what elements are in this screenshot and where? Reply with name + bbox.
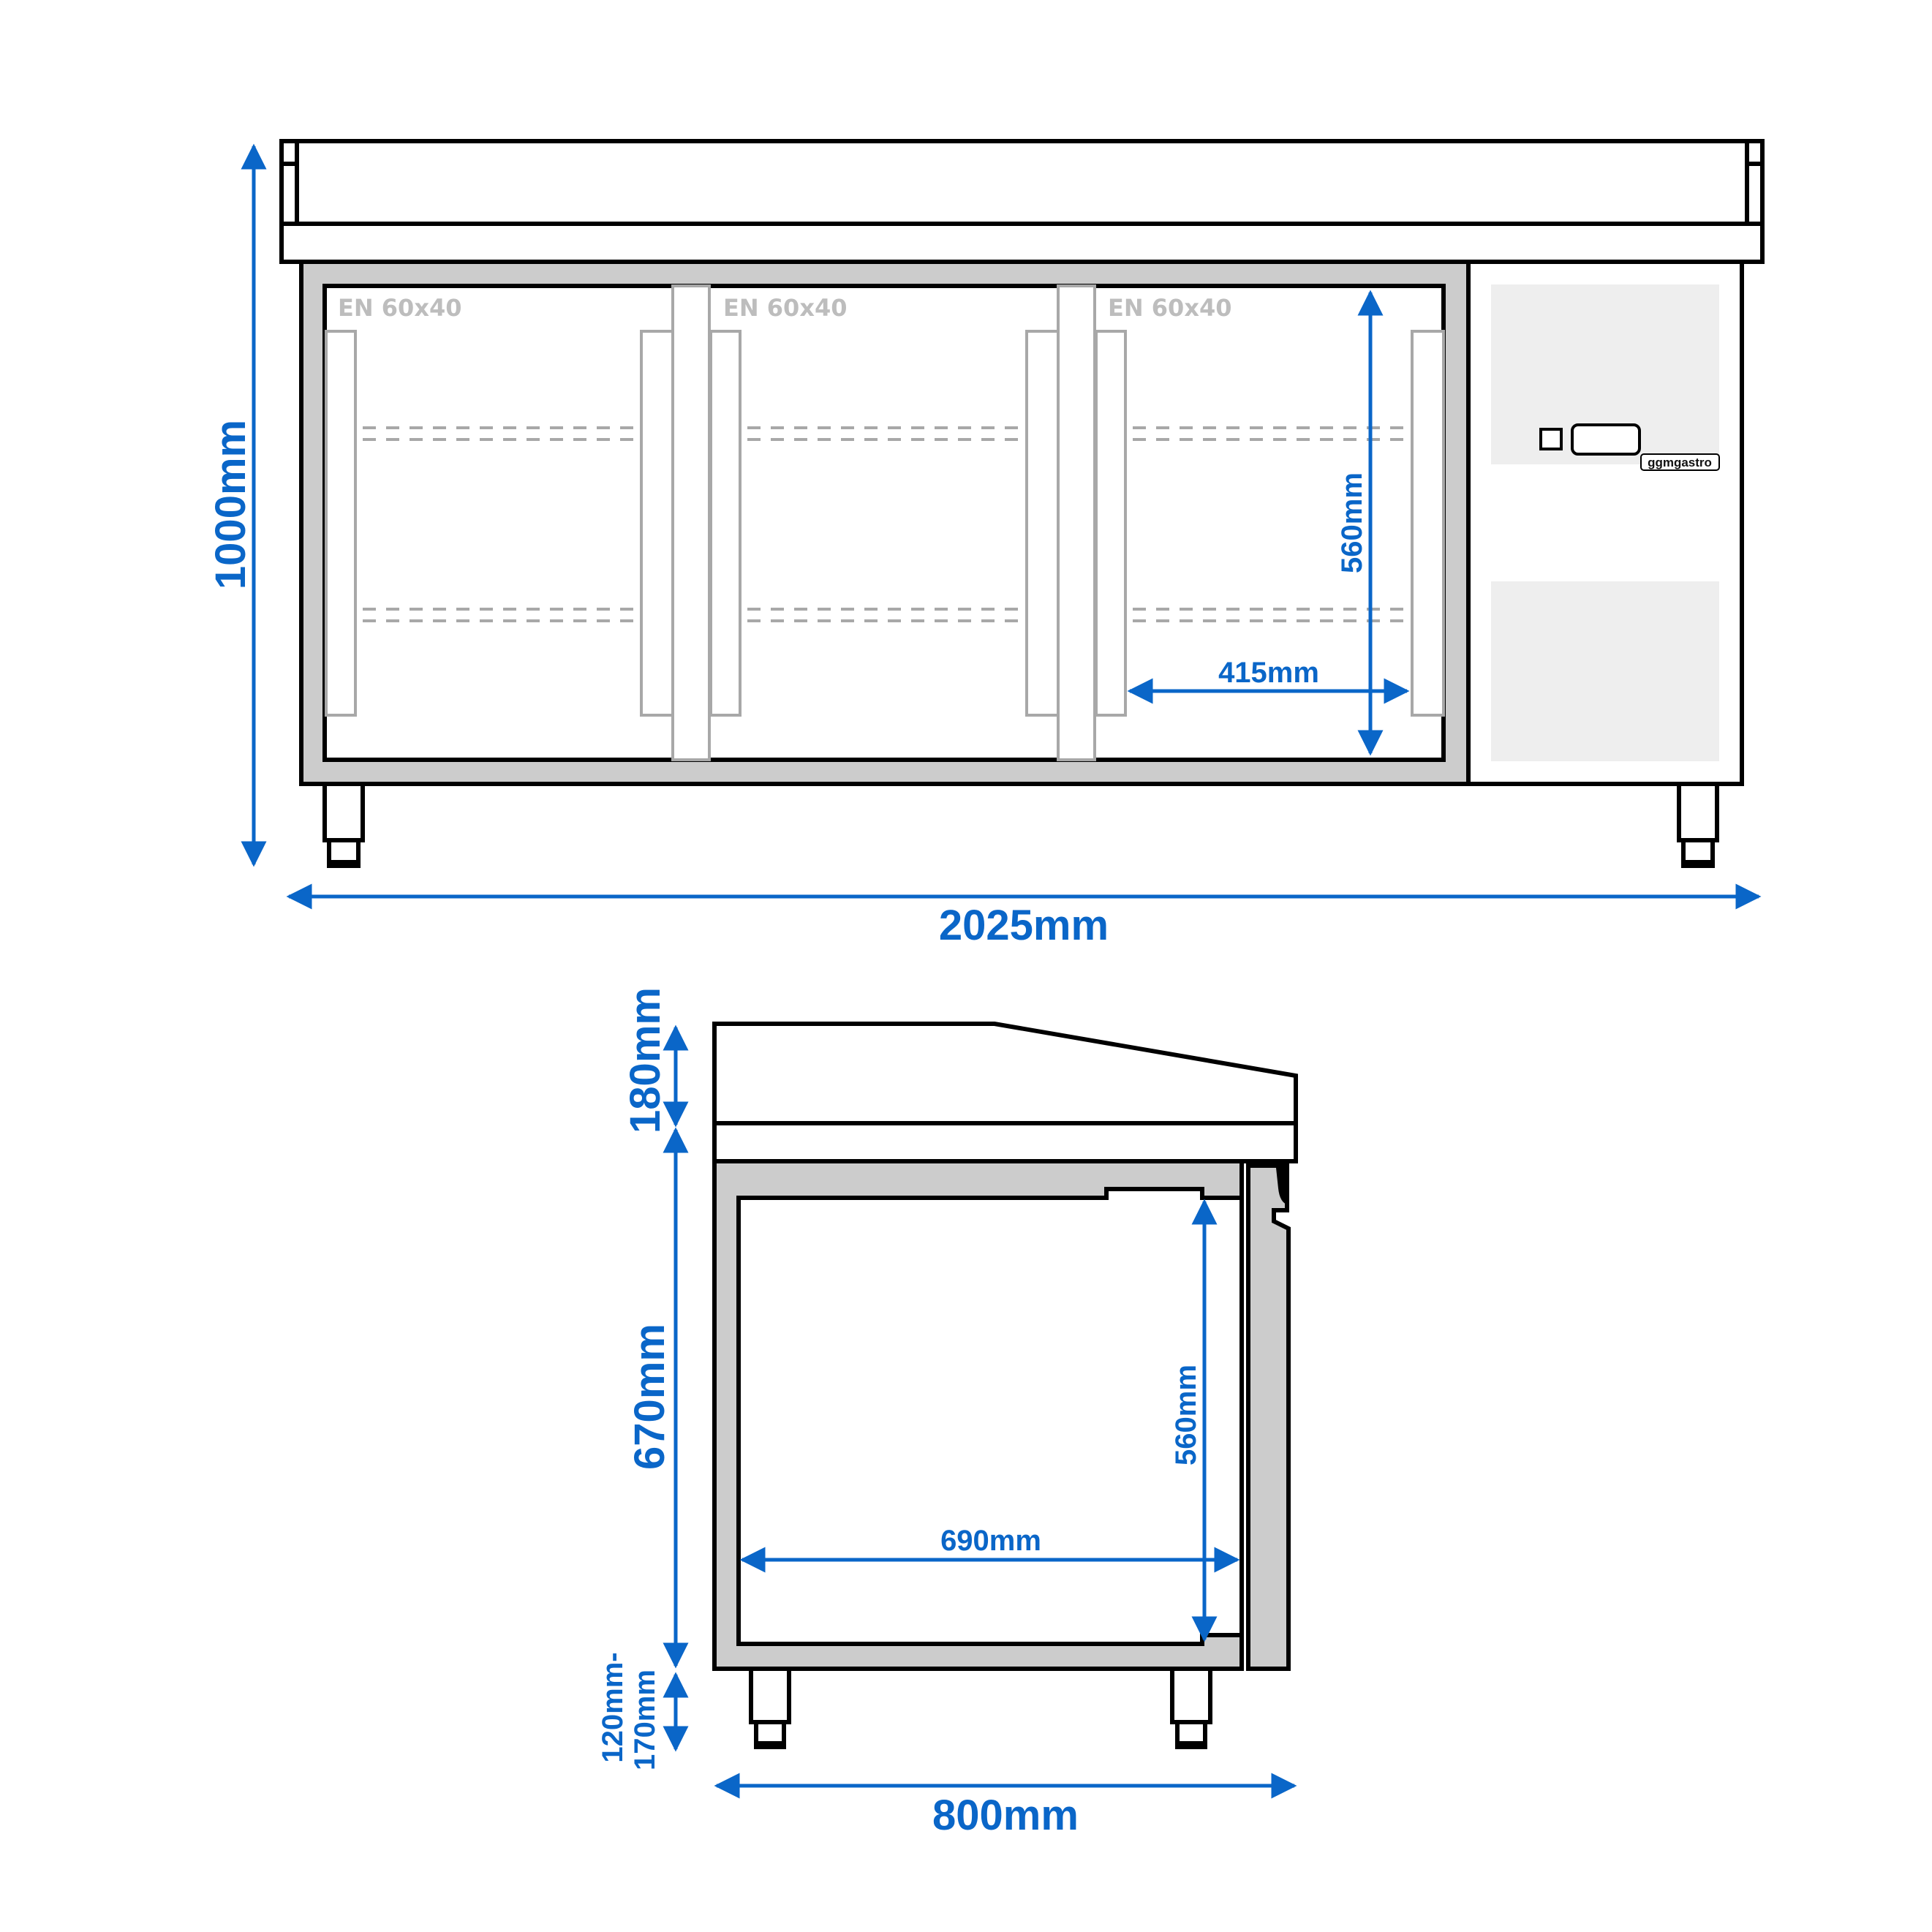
- side-inner-cavity: [736, 1187, 1244, 1646]
- door-divider-2: [1057, 284, 1096, 761]
- dim-inner-depth: 690mm: [739, 1525, 1240, 1573]
- dim-label-overall-width: 2025mm: [939, 902, 1109, 949]
- shelf-rail-right: [1411, 330, 1445, 717]
- brand-badge: [1640, 453, 1720, 471]
- dim-overall-depth: 800mm: [714, 1773, 1297, 1839]
- dim-inner-width: 415mm: [1127, 657, 1410, 704]
- power-switch-icon: [1539, 428, 1563, 450]
- dim-label-top-height: 180mm: [622, 987, 669, 1133]
- leg-left: [322, 782, 365, 868]
- dim-label-leg-height-2: 170mm: [629, 1669, 661, 1770]
- dim-label-leg-height-1: 120mm-: [597, 1652, 629, 1762]
- shelf-rail-left: [1095, 330, 1127, 717]
- dim-label-inner-depth: 690mm: [940, 1525, 1041, 1557]
- dim-overall-width: 2025mm: [286, 883, 1762, 949]
- shelf-rail-right: [1025, 330, 1060, 717]
- dim-label-overall-height: 1000mm: [207, 420, 254, 589]
- dim-top-height: 180mm: [622, 987, 689, 1133]
- compartment-1: EN 60x40: [325, 294, 674, 717]
- dim-label-side-inner-height: 560mm: [1170, 1365, 1202, 1465]
- shelf-rail-left: [325, 330, 357, 717]
- side-leg-front: [749, 1667, 791, 1749]
- dim-leg-height: 120mm- 170mm: [597, 1652, 689, 1770]
- dim-overall-height: 1000mm: [207, 143, 267, 867]
- shelf-rail-right: [640, 330, 674, 717]
- vent-panel-bottom: [1491, 581, 1719, 761]
- compartment-label: EN 60x40: [1108, 294, 1231, 322]
- compartment-3: EN 60x40: [1095, 294, 1445, 717]
- leg-right: [1677, 782, 1719, 868]
- sneeze-guard-profile: [712, 1022, 1298, 1127]
- top-glass-box: [279, 139, 1765, 228]
- dim-label-body-height: 670mm: [626, 1324, 673, 1470]
- brand-badge-text: ggmgastro: [1648, 456, 1712, 469]
- side-leg-back: [1170, 1667, 1212, 1749]
- side-worktop: [712, 1121, 1298, 1163]
- front-view: EN 60x40 EN 60x40 EN 60x40: [207, 139, 1765, 949]
- compartment-label: EN 60x40: [338, 294, 461, 322]
- temperature-display: [1571, 423, 1641, 456]
- side-view: 180mm 670mm 120mm- 170mm 560mm 690mm 800…: [597, 987, 1298, 1839]
- dim-body-height: 670mm: [626, 1127, 689, 1669]
- dim-inner-height: 560mm: [1336, 290, 1384, 756]
- door-handle-icon: [1276, 1168, 1288, 1205]
- worktop: [279, 222, 1765, 264]
- shelf-rail-left: [709, 330, 742, 717]
- dim-label-inner-width: 415mm: [1218, 657, 1319, 689]
- compartment-label: EN 60x40: [723, 294, 847, 322]
- compartment-2: EN 60x40: [709, 294, 1060, 717]
- dim-label-inner-height: 560mm: [1336, 472, 1368, 573]
- dim-label-overall-depth: 800mm: [932, 1792, 1079, 1839]
- side-door: [1246, 1163, 1291, 1671]
- door-divider-1: [671, 284, 711, 761]
